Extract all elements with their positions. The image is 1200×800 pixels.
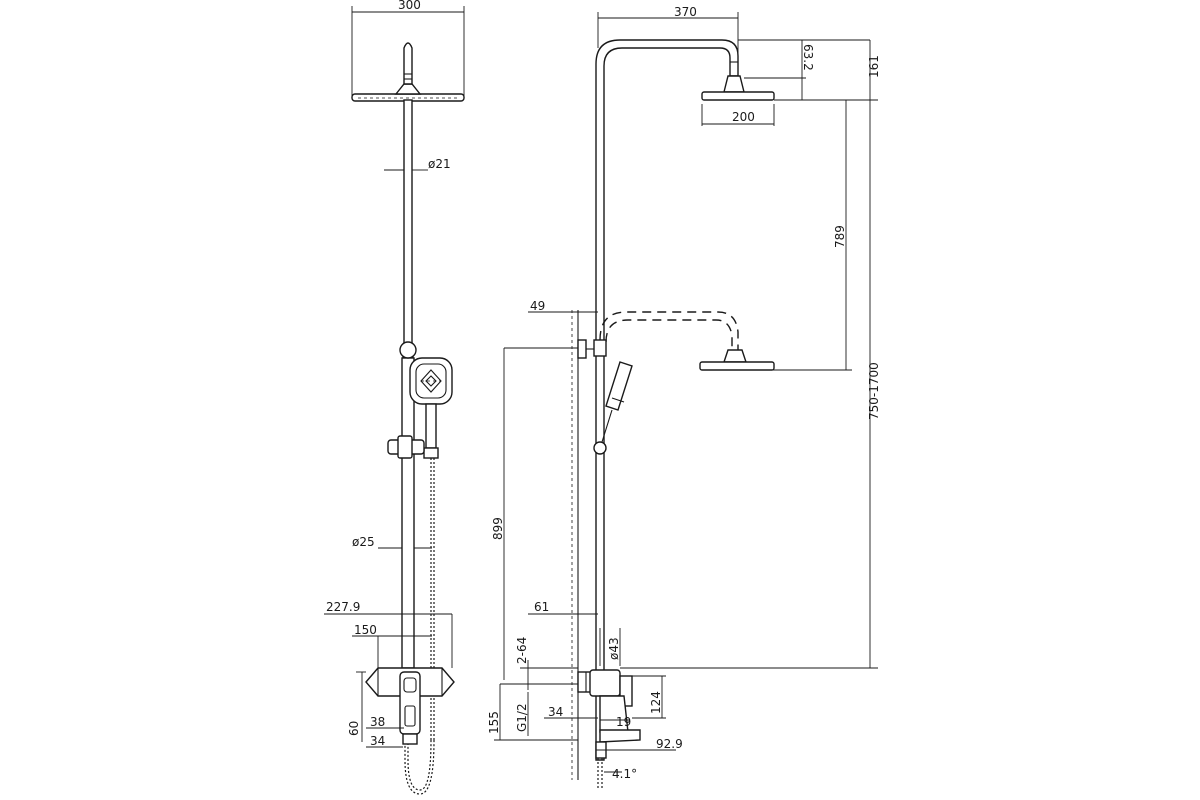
dimension-dia-25: ø25	[352, 535, 432, 549]
dimension-2-64: 2-64	[515, 637, 578, 690]
rain-shower-head-front	[351, 83, 465, 102]
label-60: 60	[347, 721, 361, 736]
dimension-34-side: 34	[544, 705, 598, 719]
label-angle-4-1: 4.1°	[612, 767, 637, 781]
slider-bracket-front	[387, 435, 425, 459]
wall-bracket-side	[577, 339, 607, 359]
label-227-9: 227.9	[326, 600, 360, 614]
dimension-750-1700: 750-1700	[620, 100, 881, 669]
dimension-49: 49	[528, 299, 598, 313]
label-49: 49	[530, 299, 545, 313]
rain-shower-head-side	[701, 75, 775, 101]
hose-front	[404, 458, 435, 795]
label-789: 789	[833, 225, 847, 248]
dimension-angle-4-1: 4.1°	[604, 767, 637, 781]
dimension-789: 789	[770, 100, 852, 371]
label-dia-21: ø21	[428, 157, 451, 171]
dimension-g1-2: G1/2	[515, 692, 529, 736]
label-155: 155	[487, 711, 501, 734]
wall	[571, 310, 579, 780]
thermostat-mixer-front	[365, 667, 455, 745]
front-view: 300 ø21	[324, 0, 465, 795]
label-899: 899	[491, 517, 505, 540]
label-124: 124	[649, 691, 663, 714]
lowered-position-ghost	[599, 311, 775, 371]
thermostat-mixer-side	[577, 669, 641, 759]
dimension-19: 19	[600, 715, 631, 729]
hose-side	[597, 758, 603, 790]
label-200: 200	[732, 110, 755, 124]
label-92-9: 92.9	[656, 737, 683, 751]
dimension-dia-43: ø43	[599, 628, 621, 666]
dimension-155: 155	[487, 683, 578, 741]
label-dia-25: ø25	[352, 535, 375, 549]
label-300: 300	[398, 0, 421, 12]
dimension-34-front: 34	[366, 734, 403, 748]
dimension-150: 150	[352, 623, 432, 668]
label-34-front: 34	[370, 734, 385, 748]
label-dia-43: ø43	[607, 637, 621, 660]
dimension-38: 38	[366, 715, 404, 729]
dimension-200: 200	[701, 104, 775, 126]
label-38: 38	[370, 715, 385, 729]
label-34-side: 34	[548, 705, 563, 719]
label-63-2: 63.2	[801, 44, 815, 71]
side-view: 370 63.2 161 200	[487, 5, 881, 790]
label-19: 19	[616, 715, 631, 729]
dimension-300: 300	[351, 0, 465, 96]
dimension-61: 61	[528, 600, 598, 615]
dimension-124: 124	[632, 675, 666, 719]
label-150: 150	[354, 623, 377, 637]
dimension-227-9: 227.9	[324, 600, 453, 668]
hand-shower-side	[593, 361, 633, 455]
label-g1-2: G1/2	[515, 703, 529, 732]
label-750-1700: 750-1700	[867, 362, 881, 420]
hand-shower-front	[409, 357, 453, 459]
label-2-64: 2-64	[515, 637, 529, 664]
dimension-899: 899	[491, 347, 578, 680]
dimension-161: 161	[774, 40, 881, 101]
dimension-60: 60	[347, 671, 366, 742]
label-370: 370	[674, 5, 697, 19]
dimension-92-9: 92.9	[596, 737, 683, 751]
label-161: 161	[867, 55, 881, 78]
dimension-dia-21: ø21	[384, 157, 451, 171]
dimension-63-2: 63.2	[738, 39, 870, 100]
shower-arm-front	[403, 42, 413, 85]
label-61: 61	[534, 600, 549, 614]
dimension-370: 370	[597, 5, 739, 62]
